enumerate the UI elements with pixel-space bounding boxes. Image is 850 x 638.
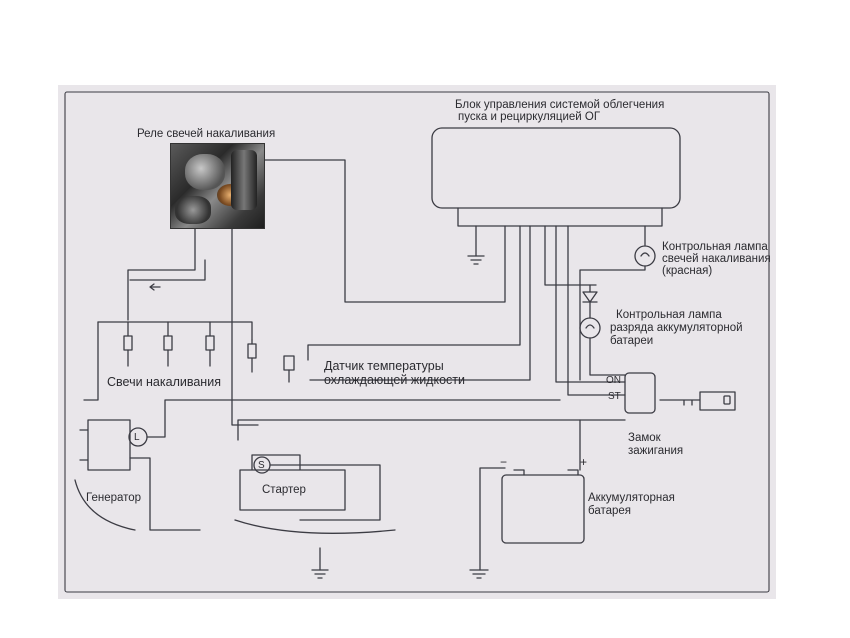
generator-body <box>79 419 131 471</box>
ignition-lock-body <box>624 372 656 414</box>
glow-plug-1 <box>123 321 133 367</box>
generator-terminal-label: L <box>134 432 140 443</box>
lock-on-label: ON <box>606 375 621 386</box>
wire-ecu-to-charge-lamp <box>309 225 531 381</box>
wire-battery-negative <box>479 467 506 571</box>
starter-body <box>239 454 346 511</box>
battery-body <box>501 474 585 544</box>
ignition-lock-label-2: зажигания <box>628 445 684 457</box>
wire-ecu-to-temp-sensor <box>307 225 521 361</box>
control-unit-label-1: Блок управления системой облегчения <box>455 99 665 111</box>
battery-minus-label: − <box>500 455 508 469</box>
charge-lamp-label-3: батареи <box>610 335 654 347</box>
glow-lamp-icon <box>634 245 656 267</box>
wire-relay-down <box>127 226 196 321</box>
glow-plug-2 <box>163 321 173 367</box>
temp-sensor-icon <box>283 355 295 383</box>
wire-ecu-to-glow-lamp <box>544 225 597 286</box>
ignition-lock-label-1: Замок <box>628 432 661 444</box>
wire-ecu-vertical-4 <box>567 225 626 396</box>
glow-plug-4 <box>247 339 257 373</box>
glow-lamp-label-3: (красная) <box>662 265 713 277</box>
control-unit-connector <box>457 207 663 227</box>
control-unit-box <box>431 127 681 209</box>
starter-terminal-label: S <box>258 460 265 471</box>
generator-label: Генератор <box>86 492 142 504</box>
charge-lamp-label-1: Контрольная лампа <box>616 309 722 321</box>
wire-ecu-to-relay <box>239 159 506 303</box>
ground-icon-engine <box>311 569 329 579</box>
wire-ecu-vertical-3 <box>555 225 626 383</box>
glow-relay-label: Реле свечей накаливания <box>137 128 276 140</box>
wire-relay-arrow <box>129 259 206 281</box>
battery-label-1: Аккумуляторная <box>588 492 675 504</box>
ground-icon-battery <box>469 569 489 579</box>
temp-sensor-label-2: охлаждающей жидкости <box>324 373 465 387</box>
glow-plug-3 <box>205 321 215 367</box>
glow-lamp-label-1: Контрольная лампа <box>662 241 768 253</box>
battery-label-2: батарея <box>588 505 632 517</box>
lock-st-label: ST <box>608 391 621 402</box>
control-unit-label-2: пуска и рециркуляцией ОГ <box>458 111 601 123</box>
key-icon <box>659 391 736 411</box>
starter-label: Стартер <box>262 484 306 496</box>
diagram-frame <box>64 91 770 593</box>
charge-lamp-label-2: разряда аккумуляторной <box>610 322 743 334</box>
glow-plug-bus <box>97 321 253 341</box>
wire-relay-long <box>231 226 259 426</box>
charge-lamp-icon <box>579 317 601 339</box>
glow-relay-photo <box>170 143 265 229</box>
diode-icon <box>582 291 598 303</box>
temp-sensor-label-1: Датчик температуры <box>324 359 444 373</box>
battery-plus-label: + <box>580 455 588 469</box>
glow-lamp-label-2: свечей накаливания <box>662 253 771 265</box>
wire-lock-to-starter <box>237 419 626 441</box>
glow-plugs-label: Свечи накаливания <box>107 375 221 389</box>
ground-icon-ecu <box>467 255 485 265</box>
